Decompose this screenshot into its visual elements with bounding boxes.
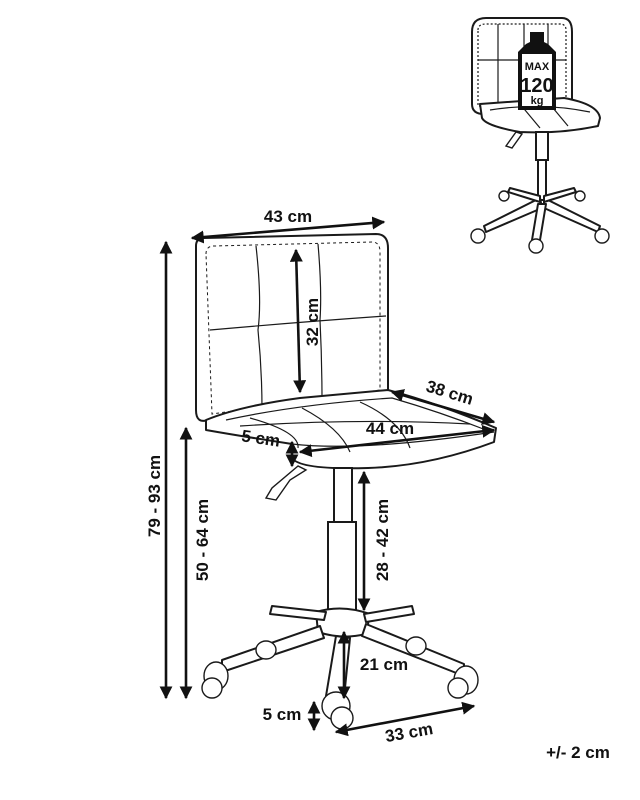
max-value: 120 <box>520 75 553 97</box>
caster <box>447 665 479 699</box>
thumbnail-chair <box>470 17 610 254</box>
tolerance-note: +/- 2 cm <box>546 743 610 762</box>
main-chair <box>195 233 497 730</box>
caster <box>201 661 229 699</box>
label-seat-thickness: 5 cm <box>240 426 281 450</box>
label-backrest-width: 43 cm <box>264 207 312 226</box>
caster <box>405 636 427 656</box>
caster <box>321 691 354 730</box>
max-label: MAX <box>525 61 550 73</box>
weight-icon: MAX 120 kg <box>518 32 556 110</box>
label-gas-lift: 28 - 42 cm <box>373 499 392 581</box>
label-caster-height: 5 cm <box>263 705 302 724</box>
label-total-height: 79 - 93 cm <box>145 455 164 537</box>
caster <box>255 640 277 660</box>
label-base-height: 21 cm <box>360 655 408 674</box>
label-base-radius: 33 cm <box>384 719 435 746</box>
label-seat-width: 44 cm <box>366 419 414 438</box>
label-seat-height: 50 - 64 cm <box>193 499 212 581</box>
dimension-lines <box>159 216 496 737</box>
label-backrest-height: 32 cm <box>303 298 322 346</box>
max-unit: kg <box>531 95 544 107</box>
